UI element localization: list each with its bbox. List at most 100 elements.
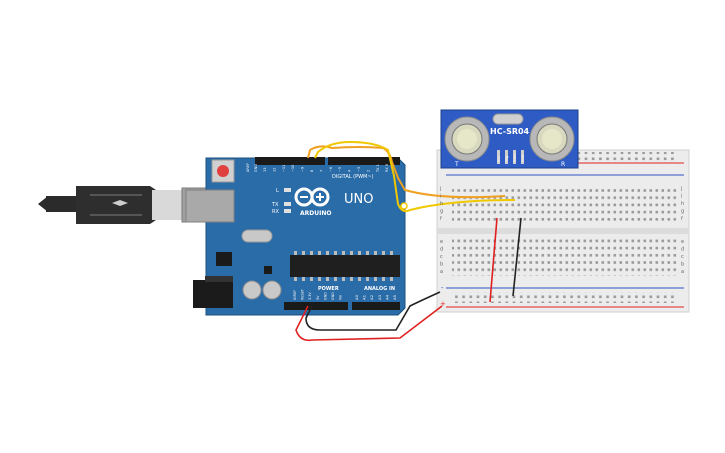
wire-gnd-black[interactable]	[305, 291, 441, 331]
arduino-uno-board[interactable]: ARDUINO UNO DIGITAL (PWM~) L TX RX POWER…	[185, 157, 406, 316]
row-letter-right: f	[681, 216, 683, 222]
analog-label: ANALOG IN	[364, 286, 395, 292]
digital-pin-label: ~11	[282, 165, 286, 172]
wire-trig-yellow[interactable]	[314, 140, 516, 213]
row-letter-right: j	[680, 186, 682, 192]
arduino-logo-icon	[294, 187, 330, 207]
sensor-pin-label: Gnd	[521, 155, 525, 162]
analog-pin-label: A1	[362, 294, 367, 300]
digital-pin-label: 12	[272, 168, 276, 172]
analog-pin-label: A2	[369, 294, 374, 300]
rail-minus-label: -	[441, 284, 444, 292]
row-letter-left: c	[440, 254, 443, 260]
brand-label: ARDUINO	[300, 210, 331, 217]
digital-pin-label: TX 1	[376, 164, 380, 173]
breadboard[interactable]: + -	[436, 149, 690, 313]
power-pin-label: GND	[323, 292, 327, 300]
digital-pin-label: 8	[310, 170, 314, 172]
digital-pin-label: 7	[319, 170, 323, 172]
digital-pin-label: RX 0	[385, 164, 389, 172]
digital-pin-label: ~5	[338, 167, 342, 172]
power-header	[284, 302, 348, 310]
atmega-chip	[290, 255, 400, 277]
row-letter-right: b	[681, 262, 684, 268]
rail-plus-label: +	[440, 300, 446, 308]
led-rx-label: RX	[272, 209, 279, 215]
led-rx	[284, 209, 291, 213]
digital-pin-label: 2	[366, 170, 370, 172]
digital-header-left	[255, 157, 325, 165]
analog-pin-label: A0	[354, 294, 359, 300]
digital-pin-label: 13	[263, 168, 267, 172]
hc-sr04-sensor[interactable]: HC-SR04 T R	[440, 109, 579, 169]
row-letter-right: h	[681, 201, 684, 207]
sensor-name-label: HC-SR04	[490, 127, 530, 136]
row-letter-left: a	[440, 269, 443, 275]
wire-vcc-red[interactable]	[489, 217, 498, 303]
sensor-left-mark: T	[454, 161, 459, 168]
receiver-transducer	[529, 116, 575, 162]
sensor-pin-label: Trig	[505, 156, 509, 163]
crystal-component	[492, 113, 524, 125]
led-l-label: L	[276, 188, 279, 194]
digital-pin-label: ~3	[357, 167, 361, 172]
model-label: UNO	[344, 192, 373, 207]
row-letter-right: a	[681, 269, 684, 275]
wire-joint	[400, 202, 408, 210]
usb-port	[185, 189, 235, 223]
power-pin-label: Vin	[339, 295, 343, 300]
row-letter-left: j	[439, 186, 441, 192]
voltage-regulator	[216, 252, 232, 266]
transmitter-transducer	[444, 116, 490, 162]
row-letter-right: i	[681, 194, 682, 200]
row-letter-right: e	[681, 239, 684, 245]
dc-power-jack	[193, 280, 233, 308]
power-pin-label: GND	[331, 292, 335, 300]
sensor-pin-label: Vcc	[497, 156, 501, 162]
aref-label: AREF	[246, 163, 250, 172]
led-tx	[284, 202, 291, 206]
capacitor-2	[262, 280, 282, 300]
sensor-pins[interactable]	[497, 150, 524, 164]
row-letter-left: b	[440, 262, 443, 268]
row-letter-right: g	[681, 209, 684, 215]
digital-header-right	[328, 157, 400, 165]
capacitor-1	[242, 280, 262, 300]
small-chip	[264, 266, 272, 274]
row-letter-left: h	[440, 201, 443, 207]
led-l	[284, 188, 291, 192]
top-terminal-strip[interactable]	[452, 186, 678, 224]
sensor-right-mark: R	[561, 161, 565, 168]
analog-pin-label: A4	[384, 294, 389, 300]
power-pin-label: RESET	[301, 288, 305, 300]
row-letter-left: i	[440, 194, 441, 200]
analog-pin-label: A3	[377, 294, 382, 300]
digital-pin-label: ~10	[291, 165, 295, 172]
bottom-power-rail[interactable]	[452, 292, 678, 303]
gnd-label: GND	[254, 164, 258, 172]
power-pin-label: IOREF	[293, 290, 297, 300]
led-tx-label: TX	[271, 202, 279, 208]
analog-pin-label: A5	[392, 294, 397, 300]
row-letter-left: g	[440, 209, 443, 215]
row-letter-left: f	[440, 216, 442, 222]
wire-sensor-gnd-black[interactable]	[512, 217, 522, 297]
digital-label: DIGITAL (PWM~)	[332, 174, 374, 180]
row-letter-left: d	[440, 247, 443, 253]
digital-pin-label: ~6	[329, 167, 333, 172]
power-label: POWER	[318, 286, 339, 292]
bottom-terminal-strip[interactable]	[452, 238, 678, 276]
digital-pin-label: ~9	[301, 167, 305, 172]
sensor-pin-label: Echo	[513, 154, 517, 163]
reset-button-cap	[217, 165, 229, 177]
power-pin-label: 3.3V	[308, 292, 312, 300]
wire-5v-red[interactable]	[295, 305, 443, 342]
row-letter-left: e	[440, 239, 443, 245]
row-letter-right: c	[681, 254, 684, 260]
analog-header	[352, 302, 400, 310]
digital-pin-label: 4	[348, 169, 352, 172]
power-pin-label: 5V	[316, 295, 320, 300]
row-letter-right: d	[681, 247, 684, 253]
crystal-oscillator	[241, 229, 273, 243]
